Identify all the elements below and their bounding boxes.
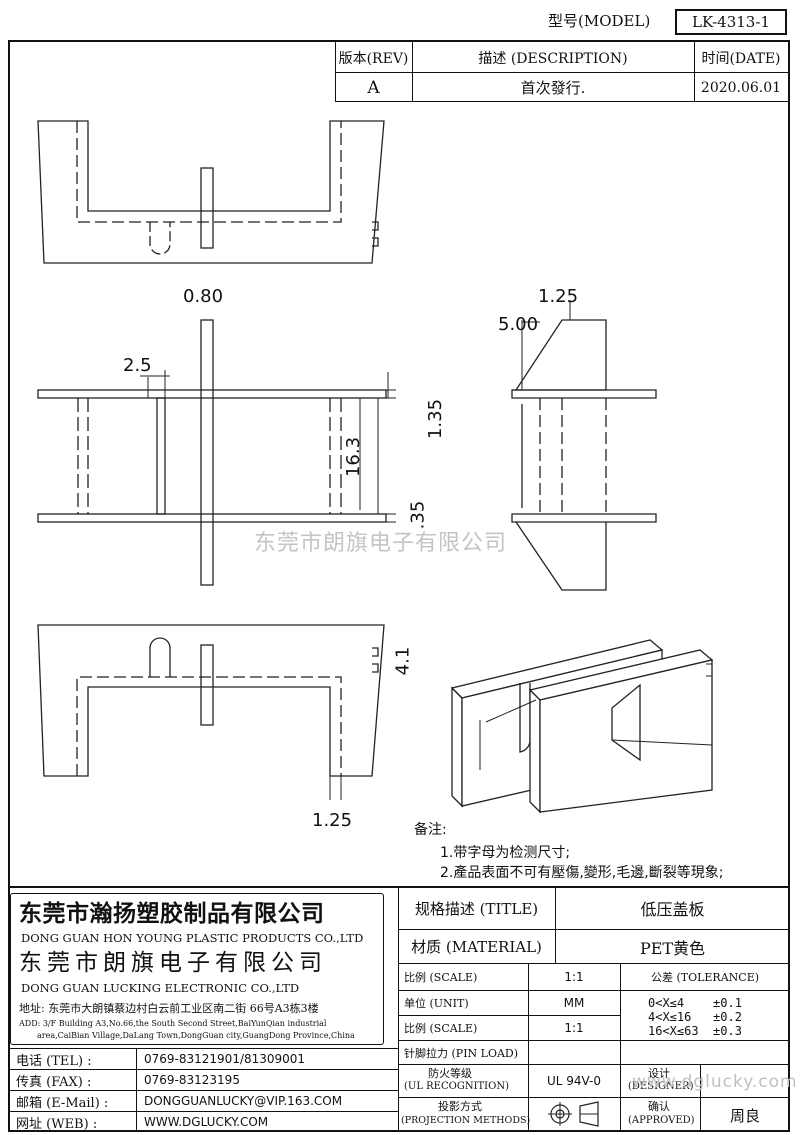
approved-value: 周良 (729, 1106, 760, 1125)
tolerance-row-1: 0<X≤4 ±0.1 (648, 996, 742, 1010)
email-label: 邮箱 (E-Mail) : (16, 1095, 109, 1111)
dim-1-25-bottom: 1.25 (312, 810, 353, 831)
dim-080: 0.80 (183, 286, 224, 307)
address-en-1: ADD: 3/F Building A3,No.66,the South Sec… (19, 1019, 327, 1028)
model-label: 型号(MODEL) (548, 12, 651, 30)
material-label: 材质 (MATERIAL) (411, 938, 542, 956)
fire-value: UL 94V-0 (546, 1074, 602, 1088)
scale-label: 比例 (SCALE) (404, 971, 478, 984)
web-label: 网址 (WEB) : (16, 1116, 98, 1132)
title-label: 规格描述 (TITLE) (414, 899, 539, 918)
tolerance-label: 公差 (TOLERANCE) (650, 971, 760, 984)
front-view (37, 319, 396, 586)
bottom-view (37, 624, 385, 800)
designer-label-en: (DESIGNER) (628, 1081, 694, 1092)
fax-label: 传真 (FAX) : (16, 1074, 92, 1090)
side-view (511, 300, 657, 591)
designer-label-cn: 设计 (648, 1067, 670, 1080)
email-value[interactable]: DONGGUANLUCKY@VIP.163.COM (144, 1094, 343, 1108)
title-value: 低压盖板 (640, 900, 705, 919)
web-value[interactable]: WWW.DGLUCKY.COM (144, 1115, 269, 1129)
fire-label-cn: 防火等级 (428, 1067, 472, 1080)
company-name-en: DONG GUAN HON YOUNG PLASTIC PRODUCTS CO.… (21, 931, 364, 945)
model-value-box (675, 9, 787, 35)
watermark: 东莞市朗旗电子有限公司 (254, 531, 508, 556)
company2-name-cn: 东莞市朗旗电子有限公司 (19, 950, 327, 976)
address-en-2: area,CaiBian Village,DaLang Town,DongGua… (37, 1031, 355, 1040)
company2-name-en: DONG GUAN LUCKING ELECTRONIC CO.,LTD (21, 981, 300, 995)
date-value: 2020.06.01 (700, 79, 782, 96)
projection-label-en: (PROJECTION METHODS) (401, 1115, 531, 1126)
description-value: 首次發行. (520, 79, 586, 97)
description-header: 描述 (DESCRIPTION) (478, 51, 628, 67)
isometric-view (450, 639, 714, 814)
tolerance-row-3: 16<X≤63 ±0.3 (648, 1024, 742, 1038)
scale-value: 1:1 (564, 970, 584, 984)
approved-label-en: (APPROVED) (628, 1115, 695, 1126)
company-name-cn: 东莞市瀚扬塑胶制品有限公司 (19, 900, 325, 927)
address-cn: 地址: 东莞市大朗镇蔡边村白云前工业区南二街 66号A3栋3楼 (19, 1002, 319, 1015)
unit-value: MM (563, 996, 585, 1010)
tel-label: 电话 (TEL) : (16, 1053, 92, 1069)
model-value: LK-4313-1 (692, 13, 770, 31)
website-watermark: www.dglucky.com (632, 1072, 798, 1092)
dim-1-25-side: 1.25 (538, 286, 579, 307)
unit-label: 单位 (UNIT) (404, 997, 469, 1010)
dim-5-00: 5.00 (498, 314, 539, 335)
drawing-frame (8, 40, 790, 1132)
pin-load-label: 针脚拉力 (PIN LOAD) (404, 1046, 519, 1060)
fax-value: 0769-83123195 (144, 1073, 240, 1087)
projection-label-cn: 投影方式 (438, 1100, 482, 1113)
fire-label-en: (UL RECOGNITION) (404, 1081, 509, 1092)
dim-2-5: 2.5 (123, 355, 152, 376)
approved-label-cn: 确认 (648, 1100, 670, 1113)
note-2: 2.產品表面不可有壓傷,變形,毛邊,斷裂等現象; (440, 865, 724, 881)
rev-header: 版本(REV) (338, 51, 409, 67)
scale2-value: 1:1 (564, 1021, 584, 1035)
notes-title: 备注: (414, 822, 447, 838)
tolerance-row-2: 4<X≤16 ±0.2 (648, 1010, 742, 1024)
scale2-label: 比例 (SCALE) (404, 1022, 478, 1035)
date-header: 时间(DATE) (701, 51, 781, 67)
top-view (37, 120, 385, 264)
note-1: 1.带字母为检测尺寸; (440, 845, 571, 861)
tel-value[interactable]: 0769-83121901/81309001 (144, 1052, 306, 1066)
material-value: PET黄色 (639, 938, 706, 958)
rev-value: A (367, 77, 380, 98)
